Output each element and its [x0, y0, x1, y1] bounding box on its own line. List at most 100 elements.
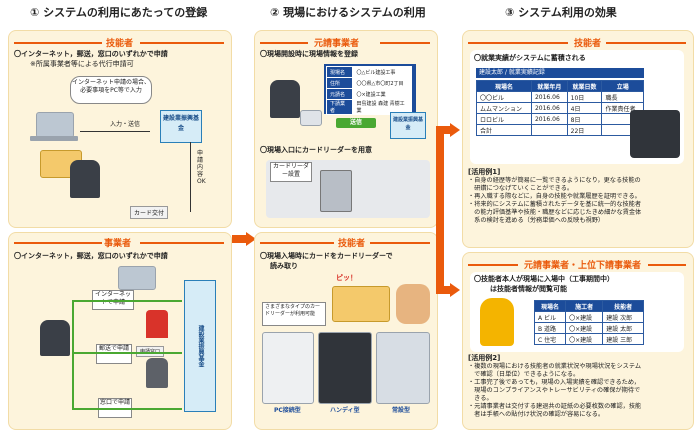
worker-icon: [70, 160, 100, 198]
table-cell: 〇×建設: [565, 311, 604, 323]
laptop-icon: [300, 110, 322, 126]
form-value: 〇△ビル建設工事: [352, 66, 412, 78]
types-note: さまざまなタイプのカードリーダーが利用可能: [262, 302, 326, 326]
example-line: 現場のコンプライアンスやトレーサビリティの確保が期待で: [468, 387, 641, 394]
table-cell: C 住宅: [533, 333, 567, 345]
table-cell: 〇〇ビル: [476, 91, 532, 103]
table-header: 施工者: [565, 300, 604, 312]
form-key: 元請名: [325, 88, 354, 100]
input-bubble: インターネット申請の場合、必要事項をPC等で入力: [70, 76, 152, 104]
table-cell: 2016.06: [530, 113, 568, 125]
table-cell: 22日: [566, 124, 603, 136]
card-issue-label: カード交付: [130, 206, 169, 219]
record-title: 建設太郎 / 就業実績記録: [476, 68, 644, 78]
table-cell: 10日: [566, 91, 603, 103]
table-header: 現場名: [533, 300, 567, 312]
table-cell: 2016.06: [530, 102, 568, 114]
table-cell: 職長: [601, 91, 644, 103]
form-value: 田島建設 森建 青樹工業: [352, 99, 412, 115]
mailbox-icon: [146, 310, 168, 338]
example-line: ・将来的にシステムに蓄積されたデータを基に統一的な技能者: [468, 201, 642, 208]
panel-text: 〇現場入口にカードリーダーを用意: [260, 146, 372, 154]
beep-text: ピッ！: [336, 274, 357, 282]
panel-head: 技能者: [338, 239, 366, 249]
column-title-effects: ③ システム利用の効果: [505, 6, 617, 19]
table-cell: 建設 太郎: [602, 322, 644, 334]
panel-text: 〇技能者本人が現場に入場中（工事期間中）: [474, 275, 614, 283]
table-cell: 建設 次郎: [602, 311, 644, 323]
table-cell: ムムマンション: [476, 102, 532, 114]
table-cell: A ビル: [533, 311, 567, 323]
send-button[interactable]: 送信: [336, 118, 376, 128]
supervisor-icon: [480, 298, 514, 346]
example-title: [活用例2]: [468, 354, 501, 362]
form-key: 住所: [325, 77, 354, 89]
panel-text: 〇現場入場時にカードをカードリーダーで: [260, 252, 393, 260]
flow-arrow: [246, 232, 256, 246]
table-cell: [530, 124, 568, 136]
table-header: 就業年月: [530, 80, 568, 92]
id-card-icon: [332, 286, 390, 322]
example-list: ・自身の経歴等が簡易に一覧できるようになり，更なる技能の 研鑽につなげていくこと…: [468, 177, 690, 225]
table-row: C 住宅〇×建設建設 三郎: [533, 333, 644, 345]
panel-text-2: 読み取り: [270, 262, 298, 270]
panel-head: 元請事業者: [314, 39, 360, 49]
table-header: 現場名: [476, 80, 532, 92]
example-line: ・自身の経歴等が簡易に一覧できるようになり，更なる技能の: [468, 177, 641, 184]
table-row: B 道路〇×建設建設 太郎: [533, 322, 644, 334]
example-line: ・工事完了後であっても，現場の入場実績を確認できるため，: [468, 379, 640, 386]
table-cell: 合計: [476, 124, 532, 136]
example-line: の能力評価基準や技能・職歴などに応じたきめ細かな賃金体: [468, 209, 642, 216]
person-icon: [40, 320, 70, 356]
form-value: 〇〇県△市〇町2丁目: [352, 77, 412, 89]
form-row: 住所〇〇県△市〇町2丁目: [325, 77, 412, 89]
panel-head: 技能者: [574, 39, 602, 49]
panel-head: 元請事業者・上位下請事業者: [524, 261, 642, 271]
form-row: 現場名〇△ビル建設工事: [325, 66, 412, 78]
type-pc-label: PC接続型: [274, 407, 301, 414]
table-cell: 2016.06: [530, 91, 568, 103]
panel-head: 技能者: [106, 39, 134, 49]
panel-text: 〇就業実績がシステムに蓄積される: [474, 54, 586, 62]
mail-label: 郵送で申請: [96, 344, 132, 364]
panel-text: 〇インターネット，郵送，窓口のいずれかで申請: [14, 50, 168, 58]
example-line: きる。: [468, 395, 493, 402]
pc-reader-image: [262, 332, 314, 404]
type-handy-label: ハンディ型: [330, 407, 360, 414]
laptop-icon: [36, 112, 74, 138]
handy-reader-image: [318, 332, 372, 404]
form-key: 下請業者: [325, 99, 354, 115]
panel-text-2: は技能者情報が閲覧可能: [490, 285, 567, 293]
table-cell: 〇×建設: [565, 322, 604, 334]
table-header: 就業日数: [566, 80, 603, 92]
table-cell: B 道路: [533, 322, 567, 334]
clerk-icon: [146, 358, 168, 388]
flow-arrow: [450, 283, 460, 297]
table-cell: 8日: [566, 113, 603, 125]
panel-subtext: ※所属事業者等による代行申請可: [30, 60, 134, 68]
reader-label: カードリーダー設置: [270, 162, 312, 182]
example-line: 研鑽につなげていくことができる。: [468, 185, 574, 192]
column-title-registration: ① システムの利用にあたっての登録: [30, 6, 208, 19]
send-label: 入力・送信: [110, 121, 141, 128]
form-row: 下請業者田島建設 森建 青樹工業: [325, 99, 412, 115]
example-title: [活用例1]: [468, 168, 501, 176]
panel-text: 〇現場開設時に現場情報を登録: [260, 50, 358, 58]
example-line: で確認（日単位）できるようになる。: [468, 371, 580, 378]
example-line: ・複数の現場における技能者の就業状況や現場状況をシステム: [468, 363, 642, 370]
hand-icon: [396, 284, 430, 324]
table-header: 技能者: [602, 300, 644, 312]
flow-arrow: [450, 123, 460, 137]
panel-head: 事業者: [104, 239, 132, 249]
example-line: 者は手帳への貼付け状況の確認が容易になる。: [468, 411, 605, 418]
table-row: 合計 22日: [476, 124, 644, 136]
laptop-icon: [118, 266, 156, 290]
foundation-box: 建設業振興基金: [390, 112, 426, 139]
foundation-box: 建設業振興基金: [160, 110, 202, 143]
table-cell: ロロビル: [476, 113, 532, 125]
